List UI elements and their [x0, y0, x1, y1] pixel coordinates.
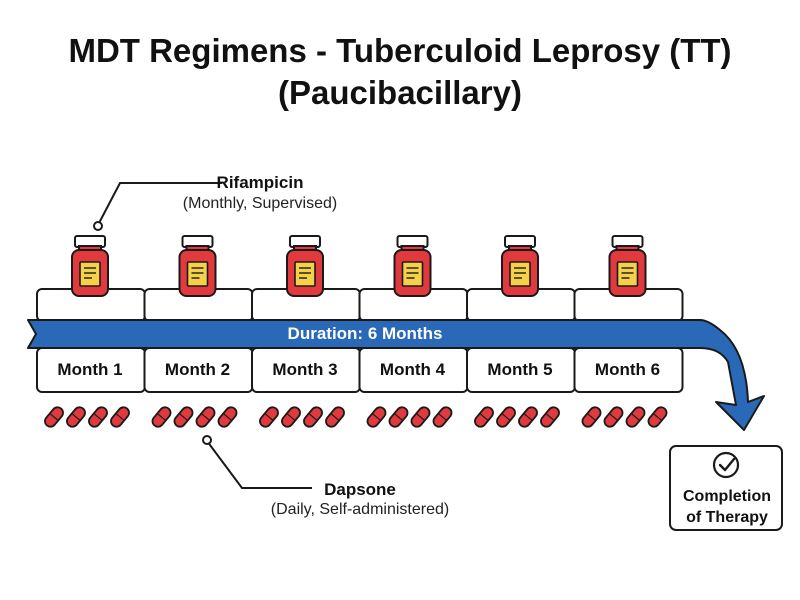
- pill-icon: [217, 406, 238, 428]
- pill-icon: [603, 406, 624, 428]
- pill-icon: [625, 406, 646, 428]
- pill-icon: [281, 406, 301, 428]
- duration-label: Duration: 6 Months: [287, 324, 443, 343]
- bottle-icon: [286, 235, 324, 297]
- dapsone-name: Dapsone: [324, 480, 396, 499]
- pill-icon: [581, 406, 602, 428]
- month-label: Month 4: [379, 360, 446, 379]
- pill-icon: [540, 406, 560, 428]
- pill-icon: [325, 406, 345, 428]
- rifampicin-callout: [93, 182, 222, 231]
- dapsone-leader-line: [206, 440, 312, 489]
- month-label: Month 5: [487, 360, 553, 379]
- bottle-icon: [393, 235, 432, 297]
- pill-icon: [66, 406, 86, 428]
- top-box-row: [36, 288, 684, 322]
- pill-icon: [647, 406, 668, 428]
- completion-line-2: of Therapy: [686, 509, 768, 526]
- pill-icon: [110, 406, 130, 428]
- rifampicin-leader-dot: [93, 221, 103, 231]
- pill-row: [44, 406, 668, 428]
- month-box: [573, 347, 684, 393]
- pill-icon: [518, 406, 538, 428]
- completion-line-1: Completion: [683, 488, 771, 505]
- pill-icon: [496, 406, 516, 428]
- pill-icon: [410, 406, 431, 428]
- dapsone-callout: [202, 435, 312, 489]
- month-box-row: [36, 347, 684, 393]
- title-line-2: (Paucibacillary): [278, 74, 522, 111]
- pill-icon: [366, 406, 387, 428]
- pill-icon: [388, 406, 409, 428]
- completion-box: [669, 445, 783, 531]
- pill-icon: [474, 406, 494, 428]
- bottle-icon: [501, 235, 539, 297]
- pill-icon: [88, 406, 108, 428]
- pill-icon: [432, 406, 453, 428]
- dapsone-detail: (Daily, Self-administered): [270, 501, 450, 518]
- pill-icon: [151, 406, 172, 428]
- bottle-row: [71, 235, 647, 297]
- pill-icon: [259, 406, 279, 428]
- rifampicin-leader-line: [97, 182, 222, 226]
- dapsone-leader-dot: [202, 435, 212, 445]
- rifampicin-label: Rifampicin: [180, 173, 340, 193]
- title-line-1: MDT Regimens - Tuberculoid Leprosy (TT): [68, 32, 732, 69]
- dapsone-detail-label: (Daily, Self-administered): [250, 500, 470, 520]
- bottle-icon: [71, 235, 109, 297]
- pill-icon: [44, 406, 64, 428]
- completion-box-frame: [669, 445, 783, 531]
- check-circle-icon: [712, 451, 740, 479]
- completion-label: Completion of Therapy: [672, 486, 782, 528]
- dapsone-label: Dapsone: [300, 480, 420, 500]
- bottle-icon: [178, 235, 217, 297]
- rifampicin-detail-label: (Monthly, Supervised): [160, 194, 360, 214]
- rifampicin-detail: (Monthly, Supervised): [182, 195, 338, 212]
- pill-icon: [173, 406, 194, 428]
- month-label: Month 1: [57, 360, 123, 379]
- page-title: MDT Regimens - Tuberculoid Leprosy (TT) …: [0, 30, 800, 114]
- bottle-icon: [608, 235, 647, 297]
- month-label: Month 2: [164, 360, 231, 379]
- pill-icon: [195, 406, 216, 428]
- rifampicin-name: Rifampicin: [216, 173, 304, 192]
- pill-icon: [303, 406, 323, 428]
- month-label: Month 6: [594, 360, 661, 379]
- month-label: Month 3: [272, 360, 338, 379]
